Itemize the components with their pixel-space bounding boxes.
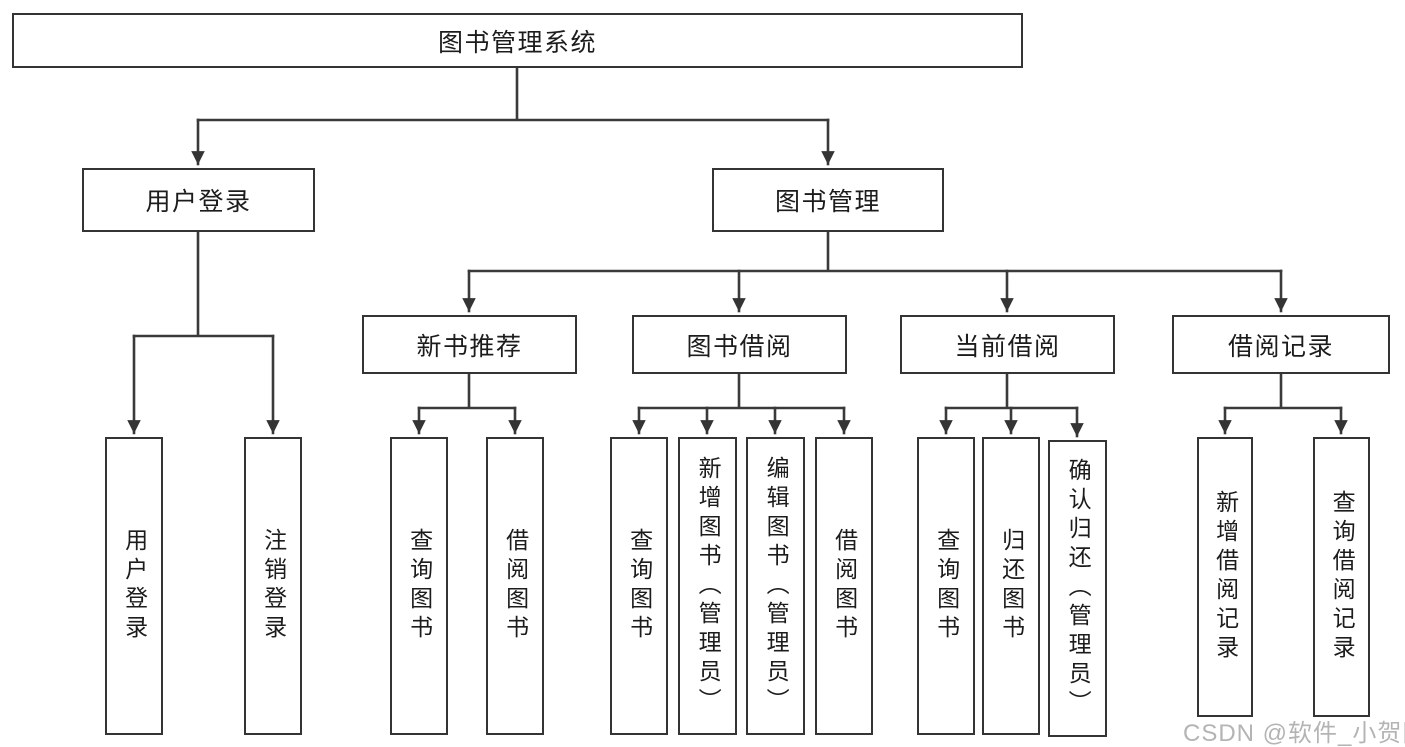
leaf-newbook-query-books-label: 查询图书: [406, 528, 433, 644]
leaf-newbook-borrow-books: 借阅图书: [486, 437, 544, 735]
leaf-records-add-record-label: 新增借阅记录: [1212, 490, 1239, 664]
connector-userlogin-skeleton: [132, 230, 275, 338]
node-book-management: 图书管理: [712, 168, 944, 232]
leaf-borrow-edit-books-admin: 编辑图书（管理员）: [746, 437, 805, 735]
leaf-borrow-edit-books-admin-label: 编辑图书（管理员）: [763, 455, 790, 717]
leaf-user-login-label: 用户登录: [121, 528, 148, 644]
node-borrow-records: 借阅记录: [1172, 315, 1390, 374]
csdn-watermark: CSDN @软件_小贺同学: [1183, 720, 1405, 747]
node-new-book-recommend-label: 新书推荐: [416, 332, 523, 361]
leaf-borrow-query-books-label: 查询图书: [626, 528, 653, 644]
leaf-records-query-record-label: 查询借阅记录: [1329, 490, 1356, 664]
leaf-logout: 注销登录: [244, 437, 302, 735]
leaf-records-query-record: 查询借阅记录: [1313, 437, 1370, 717]
leaf-borrow-add-books-admin-label: 新增图书（管理员）: [695, 455, 722, 717]
connector-records-skeleton: [1223, 372, 1343, 410]
leaf-current-query-books-label: 查询图书: [933, 528, 960, 644]
node-user-login: 用户登录: [82, 168, 315, 232]
leaf-current-return-books-label: 归还图书: [998, 528, 1025, 644]
node-root-label: 图书管理系统: [437, 28, 597, 57]
leaf-current-return-books: 归还图书: [982, 437, 1040, 735]
connector-root-skeleton: [196, 66, 830, 122]
leaf-logout-label: 注销登录: [260, 528, 287, 644]
leaf-newbook-query-books: 查询图书: [390, 437, 448, 735]
leaf-newbook-borrow-books-label: 借阅图书: [502, 528, 529, 644]
node-current-borrow: 当前借阅: [900, 315, 1115, 374]
node-book-borrow-label: 图书借阅: [686, 332, 793, 361]
node-book-management-label: 图书管理: [774, 188, 881, 216]
node-user-login-label: 用户登录: [145, 188, 252, 216]
leaf-borrow-borrow-books-label: 借阅图书: [831, 528, 858, 644]
leaf-records-add-record: 新增借阅记录: [1197, 437, 1253, 717]
leaf-current-confirm-return-admin: 确认归还（管理员）: [1048, 440, 1107, 737]
leaf-borrow-query-books: 查询图书: [610, 437, 668, 735]
node-book-borrow: 图书借阅: [632, 315, 847, 374]
leaf-current-confirm-return-admin-label: 确认归还（管理员）: [1065, 458, 1092, 719]
node-current-borrow-label: 当前借阅: [954, 332, 1061, 361]
connector-currentborrow-skeleton: [944, 372, 1079, 410]
node-new-book-recommend: 新书推荐: [362, 315, 577, 374]
leaf-borrow-add-books-admin: 新增图书（管理员）: [678, 437, 737, 735]
connector-bookborrow-skeleton: [637, 372, 846, 410]
leaf-user-login: 用户登录: [105, 437, 163, 735]
node-root: 图书管理系统: [12, 13, 1023, 68]
connector-bookmgmt-skeleton: [467, 230, 1283, 273]
leaf-current-query-books: 查询图书: [917, 437, 975, 735]
connector-newbook-skeleton: [417, 372, 517, 410]
node-borrow-records-label: 借阅记录: [1227, 332, 1334, 361]
leaf-borrow-borrow-books: 借阅图书: [815, 437, 873, 735]
